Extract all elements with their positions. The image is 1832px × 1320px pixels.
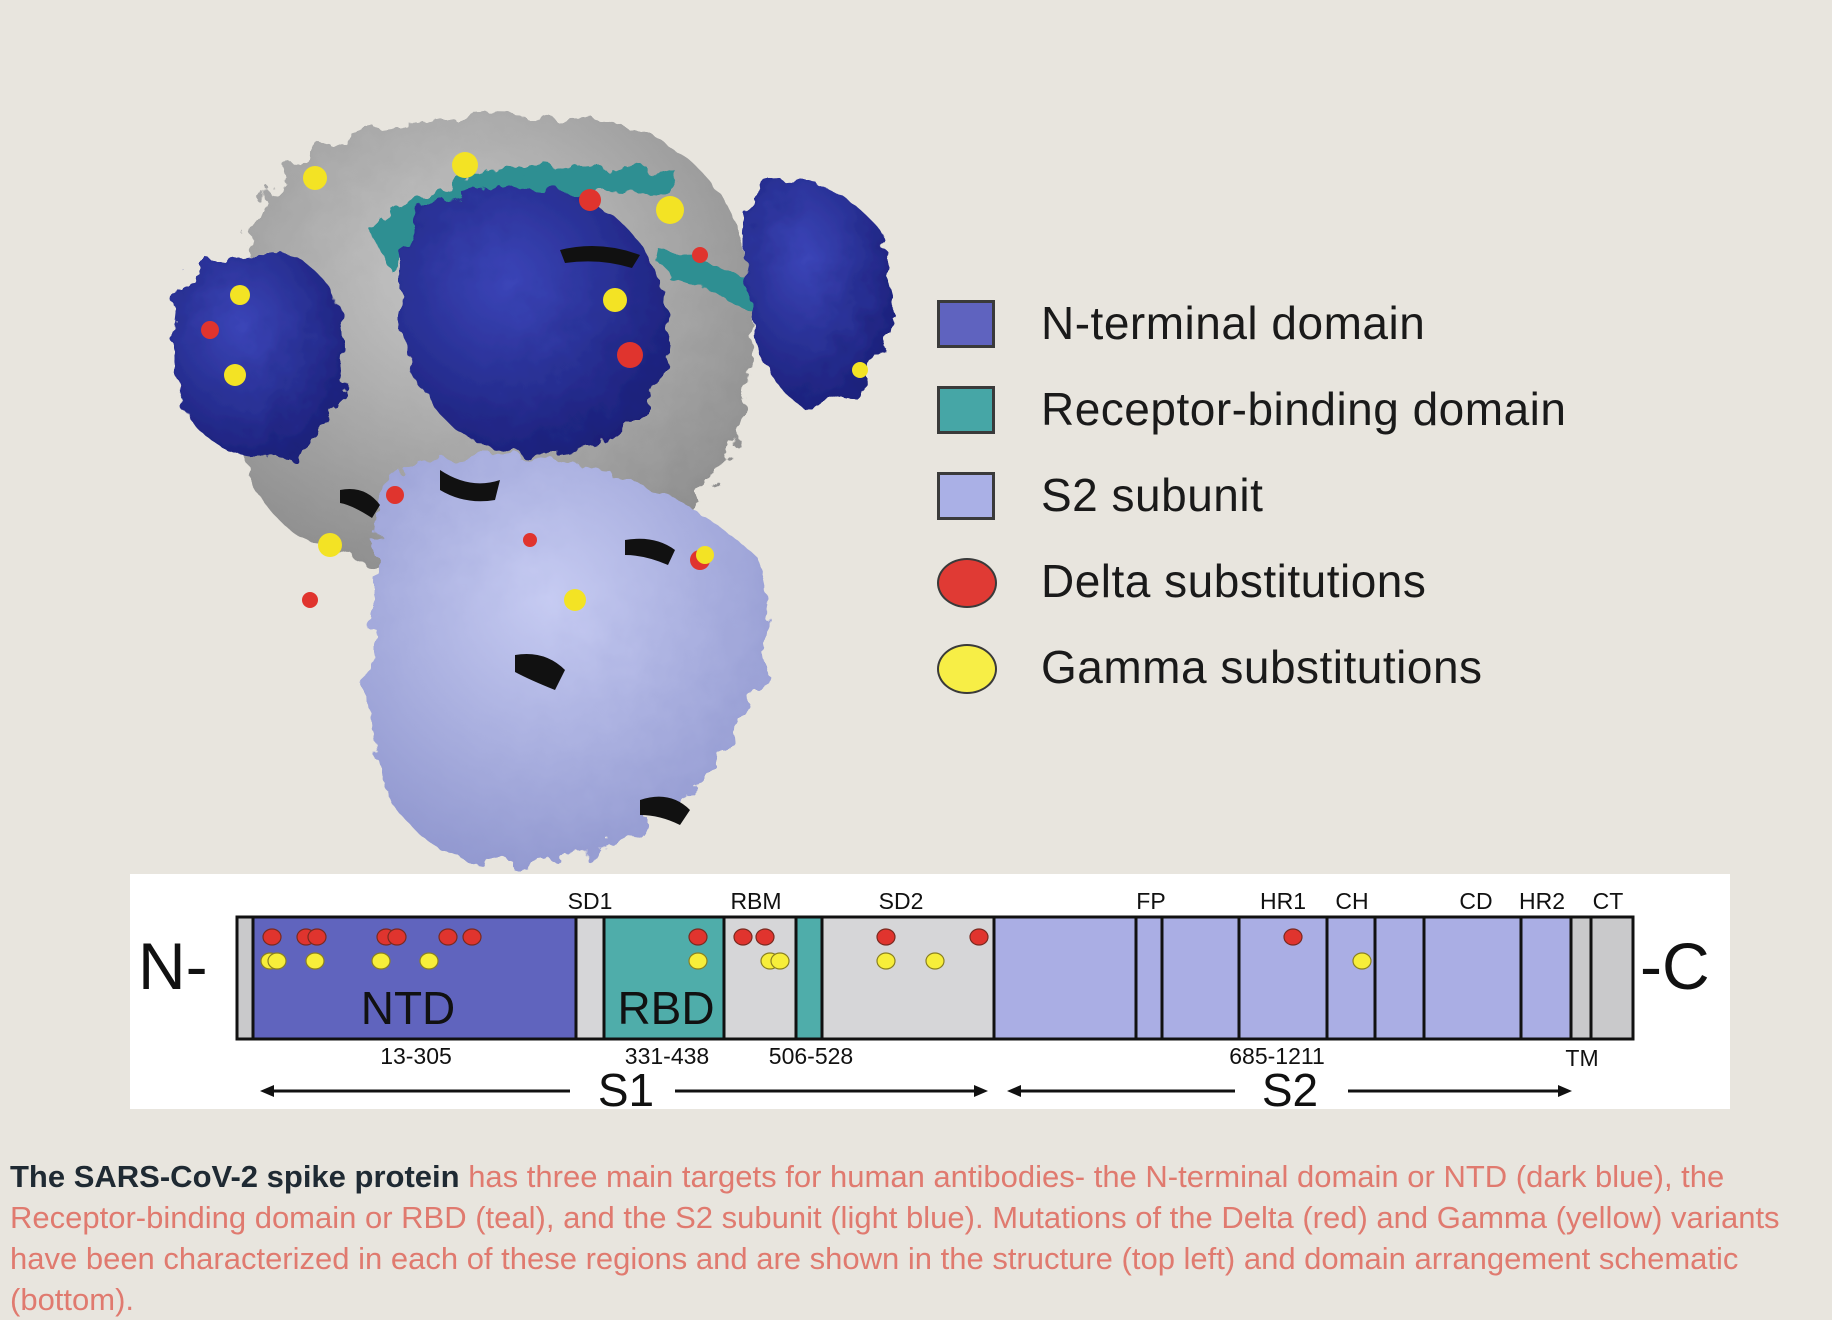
legend-label: S2 subunit xyxy=(1041,469,1264,521)
segment-sd1 xyxy=(574,915,606,1041)
range-s2: 685-1211 xyxy=(1229,1043,1325,1069)
domain-schematic: N- -C SD1 RBM SD2 FP xyxy=(130,874,1730,1109)
segment-hr2 xyxy=(1519,915,1573,1041)
gamma-dot xyxy=(267,952,287,970)
segment-cd xyxy=(1422,915,1523,1041)
range-506-528: 506-528 xyxy=(769,1043,853,1069)
schematic-gamma-dots xyxy=(260,952,1372,970)
range-ntd: 13-305 xyxy=(380,1043,452,1069)
label-sd1: SD1 xyxy=(568,888,613,914)
gamma-dot xyxy=(371,952,391,970)
segment-tm xyxy=(1569,915,1593,1041)
range-rbd: 331-438 xyxy=(625,1043,709,1069)
figure-caption: The SARS-CoV-2 spike protein has three m… xyxy=(10,1156,1815,1320)
delta-dot xyxy=(755,928,775,946)
gamma-dot xyxy=(419,952,439,970)
legend-label: Receptor-binding domain xyxy=(1041,383,1567,435)
segment-sd2 xyxy=(820,915,996,1041)
gamma-dot xyxy=(770,952,790,970)
label-ch: CH xyxy=(1335,888,1368,914)
domain-bar xyxy=(235,915,1635,1041)
spike-structure-image xyxy=(172,113,893,865)
delta-dot xyxy=(462,928,482,946)
legend-swatch-rbd xyxy=(937,386,995,434)
segment-hr1 xyxy=(1237,915,1329,1041)
segment-ch xyxy=(1325,915,1377,1041)
s2-label: S2 xyxy=(1262,1064,1318,1109)
structure-gamma-spots xyxy=(224,152,868,611)
gamma-dot xyxy=(305,952,325,970)
gamma-dot xyxy=(688,952,708,970)
schematic-delta-dots xyxy=(262,928,1303,946)
delta-dot xyxy=(688,928,708,946)
label-ct: CT xyxy=(1593,888,1624,914)
caption-title: The SARS-CoV-2 spike protein xyxy=(10,1159,460,1194)
legend-label: Delta substitutions xyxy=(1041,555,1427,607)
tm-label: TM xyxy=(1565,1045,1598,1071)
segment-leader xyxy=(235,915,255,1041)
legend-label: Gamma substitutions xyxy=(1041,641,1483,693)
segment-ct xyxy=(1589,915,1635,1041)
segment-s2-mid xyxy=(1160,915,1241,1041)
caption-body: has three main targets for human antibod… xyxy=(10,1159,1780,1317)
protein-surface xyxy=(172,113,893,865)
label-sd2: SD2 xyxy=(879,888,924,914)
label-hr1: HR1 xyxy=(1260,888,1306,914)
c-terminus-label: -C xyxy=(1640,929,1710,1003)
legend-swatch-delta xyxy=(937,558,997,608)
delta-dot xyxy=(307,928,327,946)
gamma-dot xyxy=(925,952,945,970)
segment-s2-b xyxy=(1373,915,1426,1041)
label-cd: CD xyxy=(1459,888,1492,914)
segment-506-528 xyxy=(794,915,824,1041)
subunit-arrows xyxy=(260,1085,1572,1097)
delta-dot xyxy=(262,928,282,946)
structure-delta-spots xyxy=(201,189,710,608)
rbd-label: RBD xyxy=(617,982,714,1034)
delta-dot xyxy=(969,928,989,946)
gamma-dot xyxy=(876,952,896,970)
label-rbm: RBM xyxy=(730,888,781,914)
delta-dot xyxy=(438,928,458,946)
s1-label: S1 xyxy=(598,1064,654,1109)
legend-swatch-ntd xyxy=(937,300,995,348)
legend-swatch-s2 xyxy=(937,472,995,520)
label-hr2: HR2 xyxy=(1519,888,1565,914)
segment-s2-start xyxy=(992,915,1138,1041)
delta-dot xyxy=(1283,928,1303,946)
legend-swatch-gamma xyxy=(937,644,997,694)
surface-crevices xyxy=(340,246,690,825)
delta-dot xyxy=(876,928,896,946)
legend-label: N-terminal domain xyxy=(1041,297,1426,349)
ntd-label: NTD xyxy=(361,982,456,1034)
segment-fp xyxy=(1134,915,1164,1041)
n-terminus-label: N- xyxy=(138,929,208,1003)
gamma-dot xyxy=(1352,952,1372,970)
delta-dot xyxy=(733,928,753,946)
label-fp: FP xyxy=(1136,888,1165,914)
delta-dot xyxy=(387,928,407,946)
